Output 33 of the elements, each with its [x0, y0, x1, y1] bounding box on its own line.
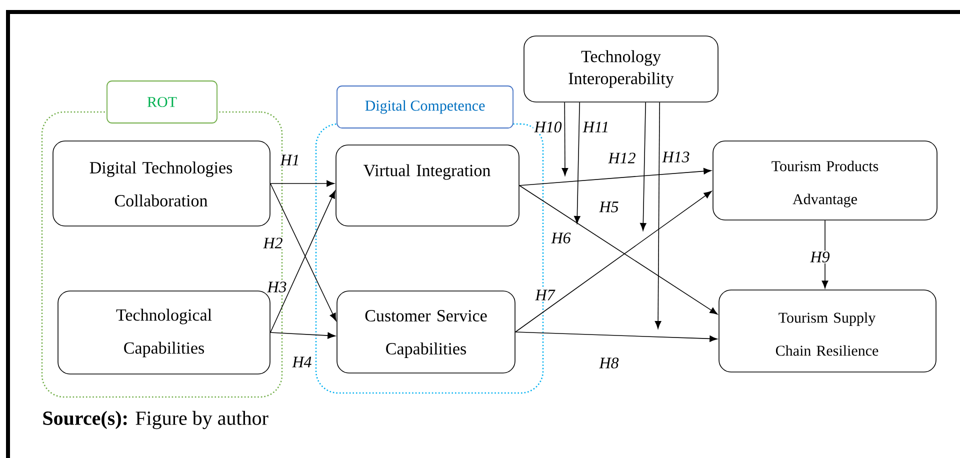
- arrow: [822, 220, 828, 288]
- arrow: [519, 185, 718, 315]
- edge-label: H9: [809, 250, 831, 264]
- arrow: [515, 191, 712, 332]
- edge-label: H5: [598, 200, 620, 214]
- process-box: Digital Technologies Collaboration: [52, 140, 270, 226]
- edge-label: H7: [534, 288, 556, 302]
- arrow: [574, 102, 580, 224]
- arrow: [270, 180, 334, 187]
- arrow: [270, 332, 336, 339]
- edge-label: H10: [533, 120, 563, 134]
- edge-label: H2: [262, 236, 284, 250]
- process-box: Tourism Supply Chain Resilience: [718, 290, 936, 372]
- edge-label: H1: [279, 154, 301, 166]
- edge-label: H8: [598, 356, 620, 370]
- edge-label: H6: [550, 232, 572, 244]
- edge-label: H4: [291, 356, 313, 368]
- process-box: Virtual Integration: [336, 144, 520, 226]
- process-box: Technology Interoperability: [524, 36, 718, 102]
- arrow: [562, 102, 568, 176]
- edge-label: H3: [266, 280, 288, 294]
- edge-label: H13: [661, 150, 691, 164]
- group-heading: ROT: [106, 80, 218, 124]
- edge-label: H11: [582, 120, 610, 134]
- arrow: [654, 102, 662, 329]
- arrow: [515, 332, 718, 342]
- caption: Source(s): Figure by author: [43, 410, 268, 430]
- edge-label: H12: [607, 152, 637, 164]
- process-box: Tourism Products Advantage: [712, 140, 938, 220]
- arrow: [519, 168, 712, 186]
- process-box: Customer Service Capabilities: [336, 290, 516, 374]
- group-heading: Digital Competence: [336, 86, 514, 128]
- arrow: [640, 102, 646, 231]
